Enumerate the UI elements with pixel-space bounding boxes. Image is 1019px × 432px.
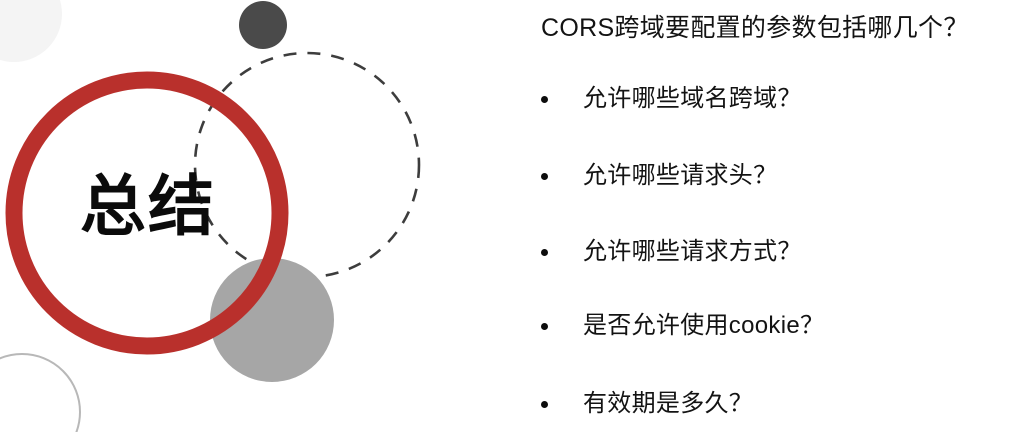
gray-filled-circle <box>210 258 334 382</box>
list-item: 有效期是多久？ <box>541 387 1011 421</box>
slide-title: CORS跨域要配置的参数包括哪几个？ <box>541 14 969 42</box>
list-item: 允许哪些请求方式？ <box>541 235 1011 269</box>
bullet-point-icon <box>541 172 548 180</box>
bullet-point-icon <box>541 95 548 103</box>
bullet-point-icon <box>541 322 548 330</box>
list-item-label: 允许哪些请求头？ <box>583 162 778 189</box>
list-item-label: 允许哪些请求方式？ <box>583 238 802 265</box>
list-item-label: 有效期是多久？ <box>583 390 754 417</box>
faint-circle-top-left <box>0 0 62 62</box>
list-item: 允许哪些请求头？ <box>541 159 1011 193</box>
decorative-circles-graphic <box>0 0 421 432</box>
decorative-graphic-panel: 总结 <box>0 0 470 432</box>
bullet-list: 允许哪些域名跨域？ 允许哪些请求头？ 允许哪些请求方式？ 是否允许使用cooki… <box>470 0 1019 432</box>
bullet-point-icon <box>541 248 548 256</box>
outline-circle-bottom-left <box>0 353 81 432</box>
dark-dot-circle <box>239 1 287 49</box>
list-item: 是否允许使用cookie？ <box>541 309 1011 343</box>
bullet-point-icon <box>541 400 548 408</box>
badge-label: 总结 <box>80 168 216 245</box>
list-item: 允许哪些域名跨域？ <box>541 82 1011 116</box>
content-panel: CORS跨域要配置的参数包括哪几个？ 允许哪些域名跨域？ 允许哪些请求头？ 允许… <box>470 0 1019 432</box>
list-item-label: 是否允许使用cookie？ <box>583 312 825 339</box>
red-ring <box>5 71 289 355</box>
list-item-label: 允许哪些域名跨域？ <box>583 85 802 112</box>
